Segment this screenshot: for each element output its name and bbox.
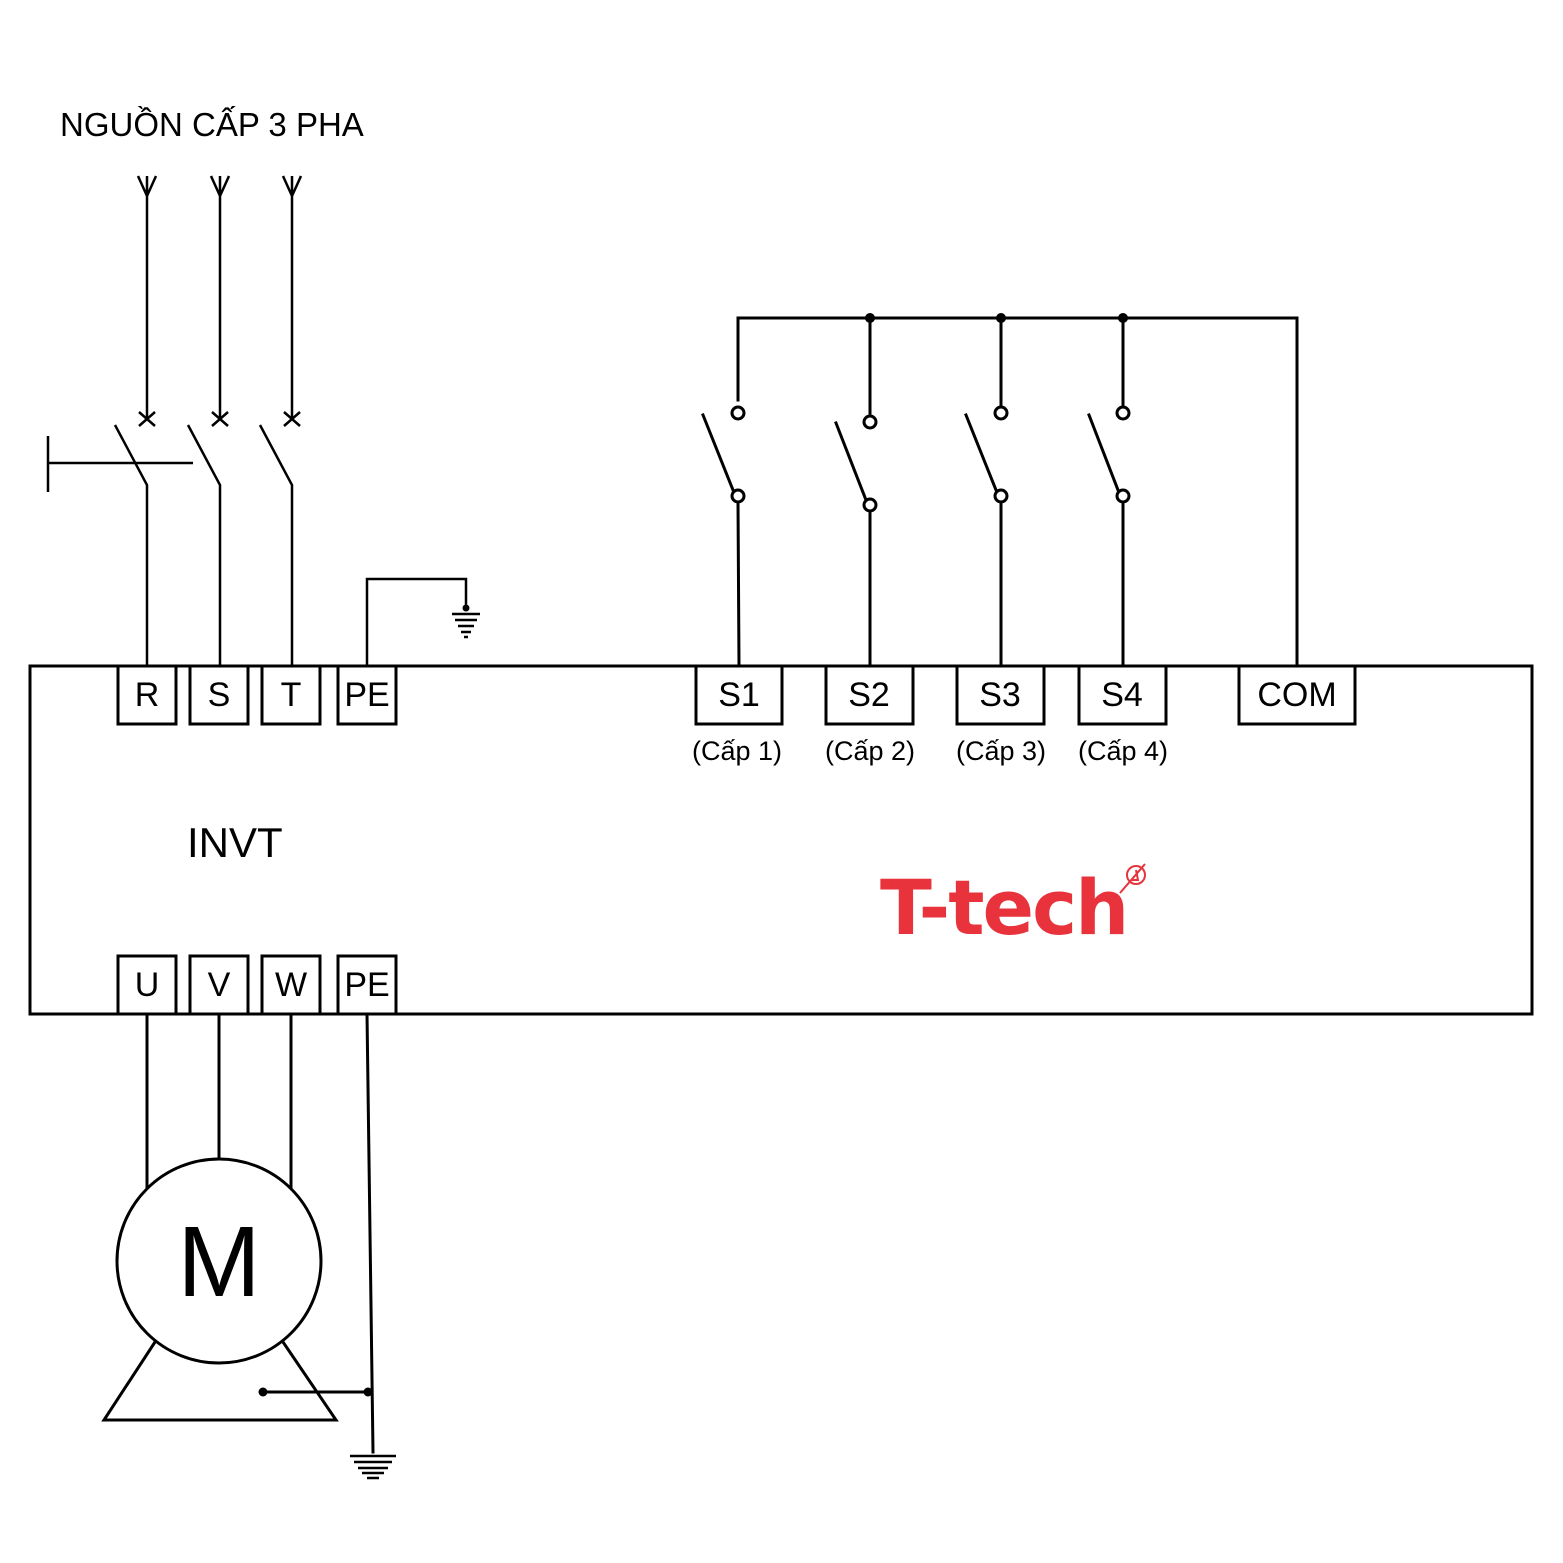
svg-text:S: S (208, 676, 231, 714)
inverter-label: INVT (187, 819, 283, 866)
svg-text:(Cấp 4): (Cấp 4) (1078, 736, 1168, 766)
switch-icon (701, 405, 746, 668)
terminal-com: COM (1237, 664, 1357, 726)
motor-wiring (145, 1012, 375, 1454)
motor-icon: M (101, 1157, 373, 1422)
svg-text:T: T (281, 676, 302, 714)
switch-icon (964, 405, 1009, 668)
svg-text:(Cấp 2): (Cấp 2) (825, 736, 915, 766)
terminal-pe-output: PE (336, 954, 398, 1016)
svg-text:COM: COM (1257, 676, 1336, 714)
svg-text:S3: S3 (979, 676, 1021, 714)
output-terminals: U V W PE (116, 954, 398, 1016)
terminal-v: V (188, 954, 250, 1016)
svg-text:PE: PE (344, 676, 389, 714)
svg-text:(Cấp 3): (Cấp 3) (956, 736, 1046, 766)
svg-text:PE: PE (344, 966, 389, 1004)
svg-text:R: R (135, 676, 160, 714)
terminal-r: R (116, 664, 178, 726)
terminal-u: U (116, 954, 178, 1016)
pe-ground-connection (365, 577, 480, 665)
control-terminals: S1 (Cấp 1) S2 (Cấp 2) S3 (Cấp 3) S4 (Cấp… (692, 664, 1357, 766)
logo-text: T-tech (880, 863, 1127, 952)
svg-text:(Cấp 1): (Cấp 1) (692, 736, 782, 766)
svg-text:W: W (275, 966, 307, 1004)
arrow-in-icon (209, 175, 231, 400)
switch-icon (1087, 405, 1131, 668)
switch-icon (834, 414, 878, 668)
svg-text:U: U (135, 966, 160, 1004)
terminal-w: W (260, 954, 322, 1016)
terminal-s4: S4 (Cấp 4) (1077, 664, 1168, 766)
svg-text:S1: S1 (718, 676, 760, 714)
motor-label: M (177, 1206, 260, 1318)
terminal-s3: S3 (Cấp 3) (955, 664, 1046, 766)
svg-text:V: V (208, 966, 231, 1004)
t-tech-logo: T-tech (880, 863, 1146, 952)
control-wiring (701, 313, 1299, 668)
terminal-s2: S2 (Cấp 2) (824, 664, 915, 766)
terminal-s1: S1 (Cấp 1) (692, 664, 784, 766)
power-input-lines (136, 175, 303, 400)
svg-text:S4: S4 (1101, 676, 1143, 714)
terminal-t: T (260, 664, 322, 726)
arrow-in-icon (136, 175, 158, 400)
power-input-terminals: R S T PE (116, 664, 398, 726)
logo-mark-icon (1119, 863, 1146, 894)
terminal-s: S (188, 664, 250, 726)
svg-text:S2: S2 (848, 676, 890, 714)
power-source-title: NGUỒN CẤP 3 PHA (60, 106, 364, 143)
arrow-in-icon (281, 175, 303, 400)
circuit-breaker-icon (46, 400, 301, 665)
ground-icon (452, 612, 480, 639)
terminal-pe-input: PE (336, 664, 398, 726)
ground-icon (350, 1454, 396, 1480)
